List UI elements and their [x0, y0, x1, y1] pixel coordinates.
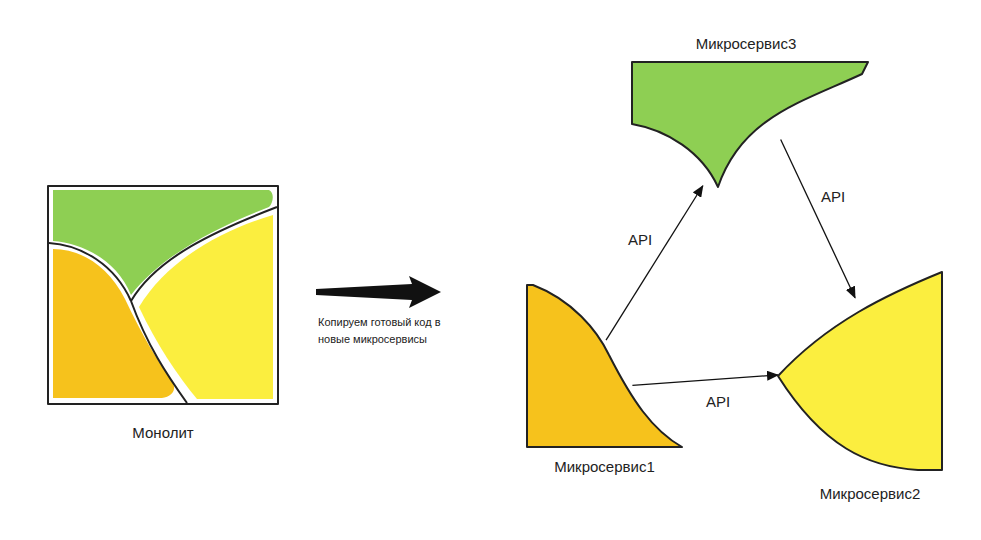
service-name: Микросервис3 — [696, 35, 797, 53]
arrow-note: Копируем готовый код в новые микросервис… — [318, 314, 466, 348]
shape-outline — [778, 272, 942, 470]
edge-label: API — [819, 188, 847, 206]
service-shape: Микросервис3 — [632, 62, 868, 187]
service-name: Микросервис1 — [554, 458, 655, 476]
api-connector — [606, 186, 703, 340]
service-name: Монолит — [132, 424, 193, 442]
big-arrow — [316, 276, 441, 308]
service-name: Микросервис2 — [820, 485, 921, 503]
service-shape: Микросервис2 — [778, 272, 942, 470]
api-connector — [781, 140, 855, 298]
shape-outline — [527, 285, 682, 447]
shape-outline — [632, 62, 868, 187]
edge-label: API — [626, 231, 654, 249]
edge-label: API — [704, 393, 732, 411]
api-connector — [632, 375, 778, 385]
shape-outline — [47, 185, 279, 405]
service-shape: Монолит — [47, 185, 279, 405]
service-shape: Микросервис1 — [527, 285, 682, 447]
